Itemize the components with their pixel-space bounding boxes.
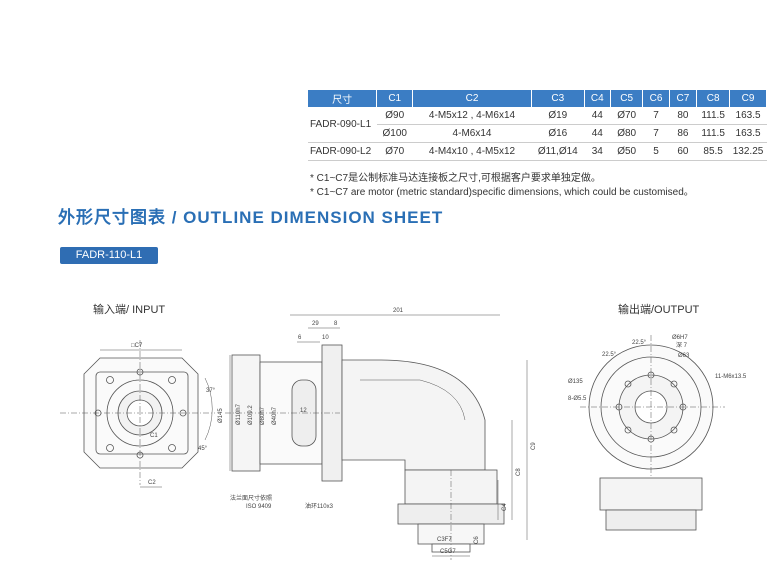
cell-c1: Ø100 [376,124,413,143]
cell-c8: 111.5 [696,124,730,143]
dim-c7: □C7 [131,343,143,349]
notes: * C1~C7是公制标准马达连接板之尺寸,可根据客户要求单独定做。 * C1~C… [310,172,694,200]
input-label: 输入端/ INPUT [93,304,166,316]
note-cn: * C1~C7是公制标准马达连接板之尺寸,可根据客户要求单独定做。 [310,173,601,184]
cell-c9: 163.5 [729,107,767,125]
dim-8: 8 [334,321,338,327]
dim-deg45: 45° [198,446,208,452]
dim-c4: C4 [502,503,508,511]
cell-c3: Ø11,Ø14 [531,142,585,161]
out-d63: Ø63 [678,353,690,359]
dim-c1: C1 [150,433,158,439]
cell-c1: Ø70 [376,142,413,161]
input-view [60,340,215,488]
dim-201: 201 [393,308,404,314]
dim-c6: C6 [474,536,480,544]
oring-note: 油环110x3 [305,502,334,510]
dim-c3: C3F7 [437,537,452,543]
table-row: Ø100 4-M6x14 Ø16 44 Ø80 7 86 111.5 163.5 [308,124,767,143]
row-model: FADR-090-L1 [308,107,377,143]
cell-c8: 85.5 [696,142,730,161]
dim-c5: C5G7 [440,549,456,555]
table-row: FADR-090-L2 Ø70 4-M4x10 , 4-M5x12 Ø11,Ø1… [308,142,767,161]
cell-c4: 44 [584,124,611,143]
cell-c3: Ø19 [531,107,585,125]
out-angle-b: 22.5° [632,340,647,346]
cell-c6: 7 [642,107,670,125]
dim-d110: Ø110h7 [236,403,242,425]
cell-c4: 44 [584,107,611,125]
header-c9: C9 [729,90,767,107]
flange-note-cn: 法兰面尺寸依照 [230,494,272,502]
cell-c7: 86 [669,124,697,143]
cell-c5: Ø50 [610,142,643,161]
cell-c5: Ø80 [610,124,643,143]
spec-header-row: 尺寸 C1 C2 C3 C4 C5 C6 C7 C8 C9 [308,90,767,107]
model-badge: FADR-110-L1 [60,247,158,264]
dim-10: 10 [322,335,329,341]
header-c8: C8 [696,90,731,107]
out-8holes: 8-Ø5.5 [568,396,587,402]
out-d135: Ø135 [568,379,583,385]
dim-d145: Ø145 [218,408,224,423]
table-row: FADR-090-L1 Ø90 4-M5x12 , 4-M6x14 Ø19 44… [308,107,767,143]
cell-c4: 34 [584,142,611,161]
header-c6: C6 [642,90,670,107]
header-c2: C2 [412,90,532,107]
cell-c2: 4-M5x12 , 4-M6x14 [412,107,532,125]
flange-note-iso: ISO 9409 [246,504,272,510]
header-c7: C7 [669,90,698,107]
header-c1: C1 [376,90,414,107]
header-size: 尺寸 [308,90,378,107]
cell-c6: 5 [642,142,670,161]
out-depth: 深 7 [676,341,688,349]
note-en: * C1~C7 are motor (metric standard)speci… [310,187,694,198]
page-title: 外形尺寸图表 / OUTLINE DIMENSION SHEET [58,208,444,227]
cell-c2: 4-M4x10 , 4-M5x12 [412,142,532,161]
header-c4: C4 [584,90,611,107]
output-view [580,335,725,531]
dim-c8: C8 [516,468,522,476]
dim-d80: Ø80h7 [260,406,266,425]
output-label: 输出端/OUTPUT [618,304,700,316]
cell-c3: Ø16 [531,124,585,143]
dim-deg37: 37° [206,388,216,394]
row-model: FADR-090-L2 [308,142,377,161]
dim-d109: Ø109.2 [248,405,254,425]
header-c5: C5 [610,90,644,107]
dim-c9: C9 [531,442,537,450]
cell-c9: 132.25 [729,142,767,161]
dim-29: 29 [312,321,319,327]
cell-c5: Ø70 [610,107,643,125]
cell-c9: 163.5 [729,124,767,143]
out-angle-a: 22.5° [602,352,617,358]
cell-c1: Ø90 [376,107,413,125]
cell-c7: 80 [669,107,697,125]
cell-c8: 111.5 [696,107,730,125]
side-view [225,314,528,560]
cell-c2: 4-M6x14 [412,124,532,143]
out-11m6: 11-M6x13.5 [715,374,747,380]
dim-c2: C2 [148,480,156,486]
spec-table: 尺寸 C1 C2 C3 C4 C5 C6 C7 C8 C9 FADR-090-L… [308,90,767,161]
dim-12: 12 [300,408,307,414]
dim-6: 6 [298,335,302,341]
cell-c6: 7 [642,124,670,143]
header-c3: C3 [531,90,585,107]
out-dowel: Ø6H7 [672,335,688,341]
cell-c7: 60 [669,142,697,161]
dim-d40: Ø40h7 [272,406,278,425]
